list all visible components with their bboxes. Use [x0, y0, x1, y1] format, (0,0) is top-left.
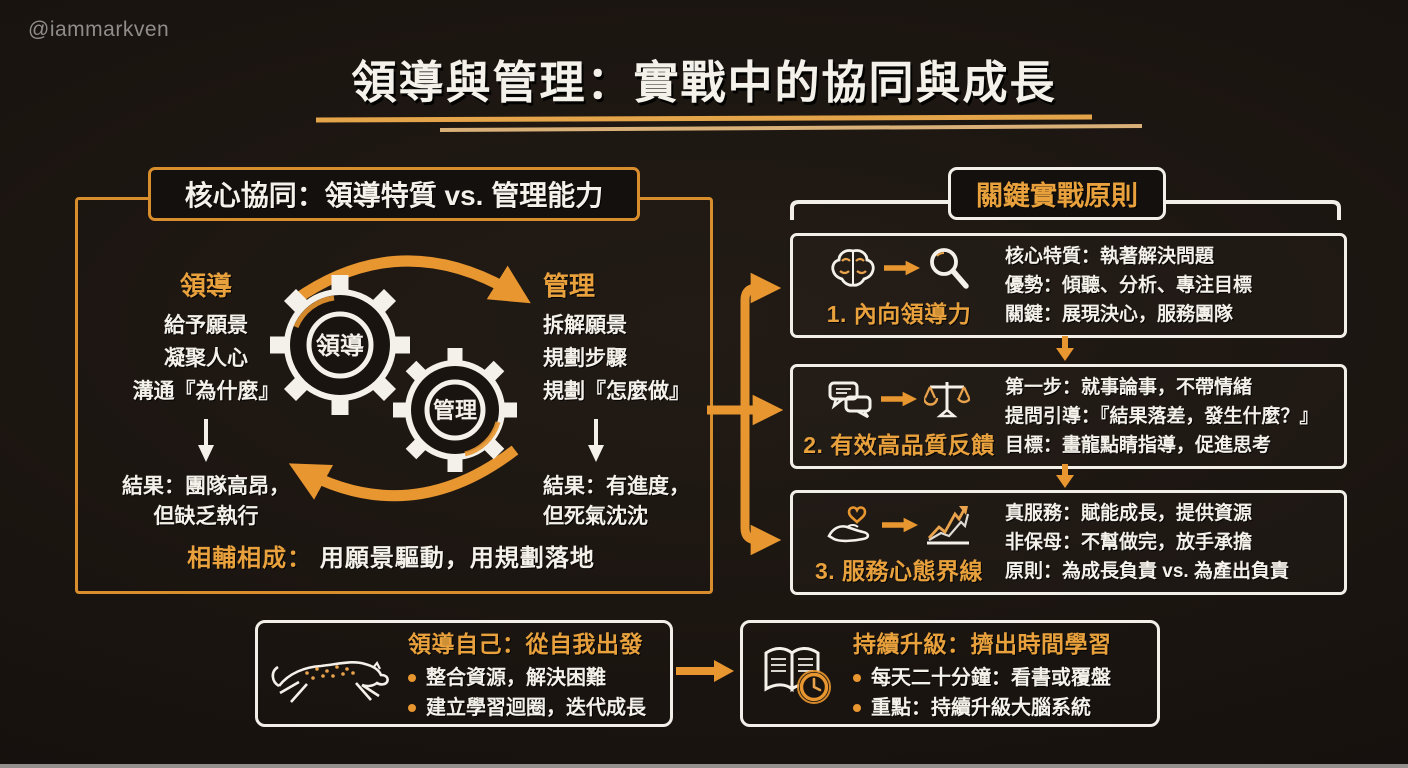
principle-card-2-label: 2. 有效高品質反饋 [803, 431, 995, 458]
leadership-column: 領導 給予願景 凝聚人心 溝通『為什麼』 結果：團隊高昂， 但缺乏執行 [84, 266, 328, 532]
gear-leadership-label: 領導 [316, 332, 364, 360]
leadership-point: 凝聚人心 [164, 347, 248, 370]
principle-line: 提問引導：『結果落差，發生什麼？』 [1005, 406, 1319, 427]
down-arrow-icon [198, 419, 214, 462]
gear-leadership-icon: 領導 [270, 275, 410, 415]
branch-connector-arrows [707, 272, 784, 556]
keep-upgrading-title: 持續升級：擠出時間學習 [853, 630, 1112, 657]
bullet-text: 每天二十分鐘：看書或覆盤 [871, 666, 1111, 689]
keep-upgrading-bullet: 每天二十分鐘：看書或覆盤 [853, 663, 1112, 693]
page-title: 領導與管理：實戰中的協同與成長 [351, 57, 1057, 108]
card-flow-arrow-2 [1056, 464, 1074, 488]
caption-text: 用願景驅動，用規劃落地 [319, 545, 595, 572]
bullet-icon [853, 673, 861, 682]
leadership-point: 給予願景 [164, 314, 248, 337]
bottom-edge-strip [0, 764, 1408, 768]
bullet-icon [853, 703, 861, 712]
brain-icon [831, 248, 875, 287]
caption-label: 相輔相成： [187, 545, 313, 572]
principle-line: 優勢：傾聽、分析、專注目標 [1005, 275, 1253, 296]
gears-cycle-graphic: 領導 管理 [270, 255, 531, 502]
management-point: 規劃步驟 [543, 347, 627, 370]
principle-line: 核心特質：執著解決問題 [1005, 246, 1215, 267]
principle-card-1-text: 核心特質：執著解決問題 優勢：傾聽、分析、專注目標 關鍵：展現決心，服務團隊 [1005, 242, 1344, 329]
principle-card-2-iconzone: 2. 有效高品質反饋 [793, 374, 1005, 460]
balance-scale-icon [924, 381, 970, 417]
leadership-heading: 領導 [179, 271, 232, 301]
principle-line: 真服務：賦能成長，提供資源 [1005, 503, 1253, 524]
principles-header: 關鍵實戰原則 [948, 167, 1166, 220]
management-result-line: 結果：有進度， [543, 475, 690, 498]
bullet-text: 建立學習迴圈，迭代成長 [426, 696, 646, 719]
cycle-arrow-bottom [288, 445, 519, 502]
principle-card-1-label: 1. 內向領導力 [826, 300, 972, 327]
keep-upgrading-bullet: 重點：持續升級大腦系統 [853, 693, 1112, 723]
core-panel-header: 核心協同：領導特質 vs. 管理能力 [148, 167, 640, 221]
arrow-right-icon [882, 517, 918, 532]
bullet-icon [408, 673, 416, 682]
management-column: 管理 拆解願景 規劃步驟 規劃『怎麼做』 結果：有進度， 但死氣沈沈 [543, 266, 713, 532]
principle-line: 原則：為成長負責 vs. 為產出負責 [1005, 561, 1289, 582]
principle-card-3-iconzone: 3. 服務心態界線 [793, 500, 1005, 586]
lead-yourself-title: 領導自己：從自我出發 [408, 630, 643, 657]
principle-card-1: 1. 內向領導力 核心特質：執著解決問題 優勢：傾聽、分析、專注目標 關鍵：展現… [790, 233, 1347, 338]
card-flow-arrow-1 [1056, 336, 1074, 361]
lead-yourself-bullet: 建立學習迴圈，迭代成長 [408, 693, 646, 723]
chat-bubbles-icon [828, 381, 872, 418]
principle-card-2: 2. 有效高品質反饋 第一步：就事論事，不帶情緒 提問引導：『結果落差，發生什麼… [790, 364, 1347, 469]
principle-line: 第一步：就事論事，不帶情緒 [1005, 377, 1253, 398]
cheetah-icon [258, 642, 408, 706]
principle-card-2-text: 第一步：就事論事，不帶情緒 提問引導：『結果落差，發生什麼？』 目標：畫龍點睛指… [1005, 373, 1344, 460]
principle-line: 非保母：不幫做完，放手承擔 [1005, 532, 1253, 553]
principle-card-3: 3. 服務心態界線 真服務：賦能成長，提供資源 非保母：不幫做完，放手承擔 原則… [790, 490, 1347, 595]
leadership-result-line: 結果：團隊高昂， [122, 475, 290, 498]
cycle-arrow-top [291, 255, 531, 305]
bottom-connector-arrow [676, 660, 734, 682]
core-panel-caption: 相輔相成： 用願景驅動，用規劃落地 [75, 538, 707, 573]
bullet-icon [408, 703, 416, 712]
watermark: @iammarkven [28, 18, 170, 41]
principle-card-3-text: 真服務：賦能成長，提供資源 非保母：不幫做完，放手承擔 原則：為成長負責 vs.… [1005, 499, 1344, 586]
principle-line: 關鍵：展現決心，服務團隊 [1005, 304, 1234, 325]
principle-card-1-iconzone: 1. 內向領導力 [793, 243, 1005, 329]
gear-management-label: 管理 [433, 398, 477, 423]
title-underline [315, 114, 1143, 132]
growth-chart-icon [927, 505, 970, 544]
leadership-point: 溝通『為什麼』 [132, 380, 280, 403]
leadership-result-line: 但缺乏執行 [153, 505, 259, 528]
gear-management-icon: 管理 [393, 348, 517, 472]
arrow-right-icon [884, 260, 920, 275]
management-result-line: 但死氣沈沈 [543, 505, 648, 528]
management-point: 拆解願景 [543, 314, 627, 337]
hand-heart-icon [827, 505, 870, 542]
management-heading: 管理 [543, 271, 596, 301]
principle-line: 目標：畫龍點睛指導，促進思考 [1005, 435, 1272, 456]
principle-card-3-label: 3. 服務心態界線 [814, 557, 984, 584]
magnifier-icon [930, 247, 969, 289]
keep-upgrading-text: 持續升級：擠出時間學習 每天二十分鐘：看書或覆盤 重點：持續升級大腦系統 [853, 625, 1112, 723]
keep-upgrading-box: 持續升級：擠出時間學習 每天二十分鐘：看書或覆盤 重點：持續升級大腦系統 [740, 620, 1160, 727]
book-clock-icon [743, 641, 853, 707]
bullet-text: 重點：持續升級大腦系統 [871, 696, 1091, 719]
lead-yourself-box: 領導自己：從自我出發 整合資源，解決困難 建立學習迴圈，迭代成長 [255, 620, 673, 727]
lead-yourself-text: 領導自己：從自我出發 整合資源，解決困難 建立學習迴圈，迭代成長 [408, 625, 646, 723]
bullet-text: 整合資源，解決困難 [426, 666, 606, 689]
down-arrow-icon [588, 419, 604, 462]
lead-yourself-bullet: 整合資源，解決困難 [408, 663, 646, 693]
management-point: 規劃『怎麼做』 [543, 380, 690, 403]
arrow-right-icon [881, 391, 917, 406]
